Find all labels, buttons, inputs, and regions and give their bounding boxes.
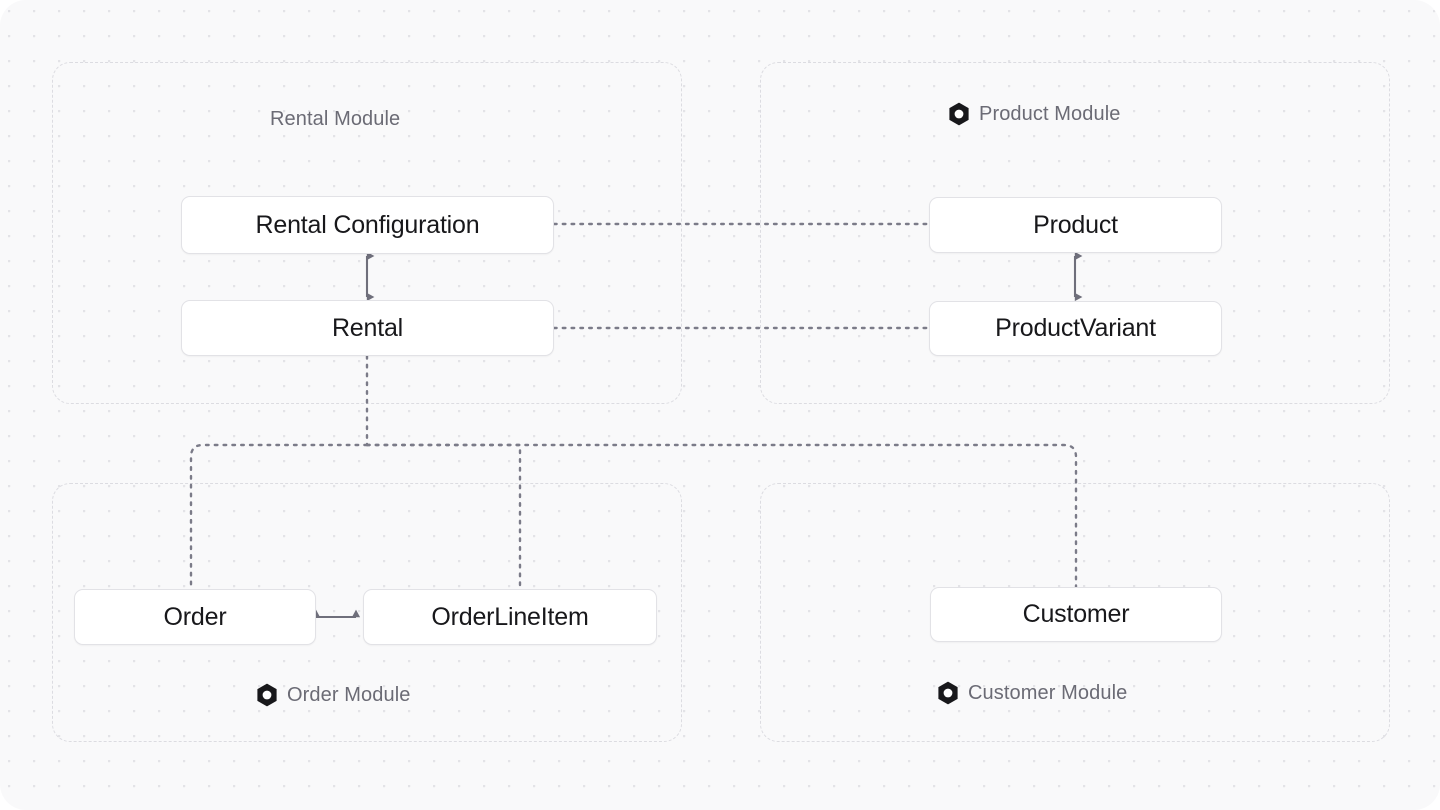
entity-customer[interactable]: Customer: [930, 587, 1222, 642]
entity-order[interactable]: Order: [74, 589, 316, 645]
module-label-order: Order Module: [256, 683, 410, 707]
entity-rental[interactable]: Rental: [181, 300, 554, 356]
module-label-text: Order Module: [287, 684, 411, 706]
module-label-customer: Customer Module: [937, 681, 1127, 705]
entity-rental-configuration[interactable]: Rental Configuration: [181, 196, 554, 254]
module-label-rental: Rental Module: [270, 109, 400, 129]
entity-product-variant[interactable]: ProductVariant: [929, 301, 1222, 356]
module-label-text: Product Module: [979, 103, 1121, 125]
module-label-text: Rental Module: [270, 108, 401, 130]
module-group-product: [760, 62, 1390, 404]
hexagon-module-icon: [257, 683, 277, 707]
entity-order-line-item[interactable]: OrderLineItem: [363, 589, 657, 645]
module-label-product: Product Module: [948, 102, 1120, 126]
module-label-text: Customer Module: [968, 682, 1128, 704]
hexagon-module-icon: [949, 102, 969, 126]
hexagon-module-icon: [938, 681, 958, 705]
entity-product[interactable]: Product: [929, 197, 1222, 253]
